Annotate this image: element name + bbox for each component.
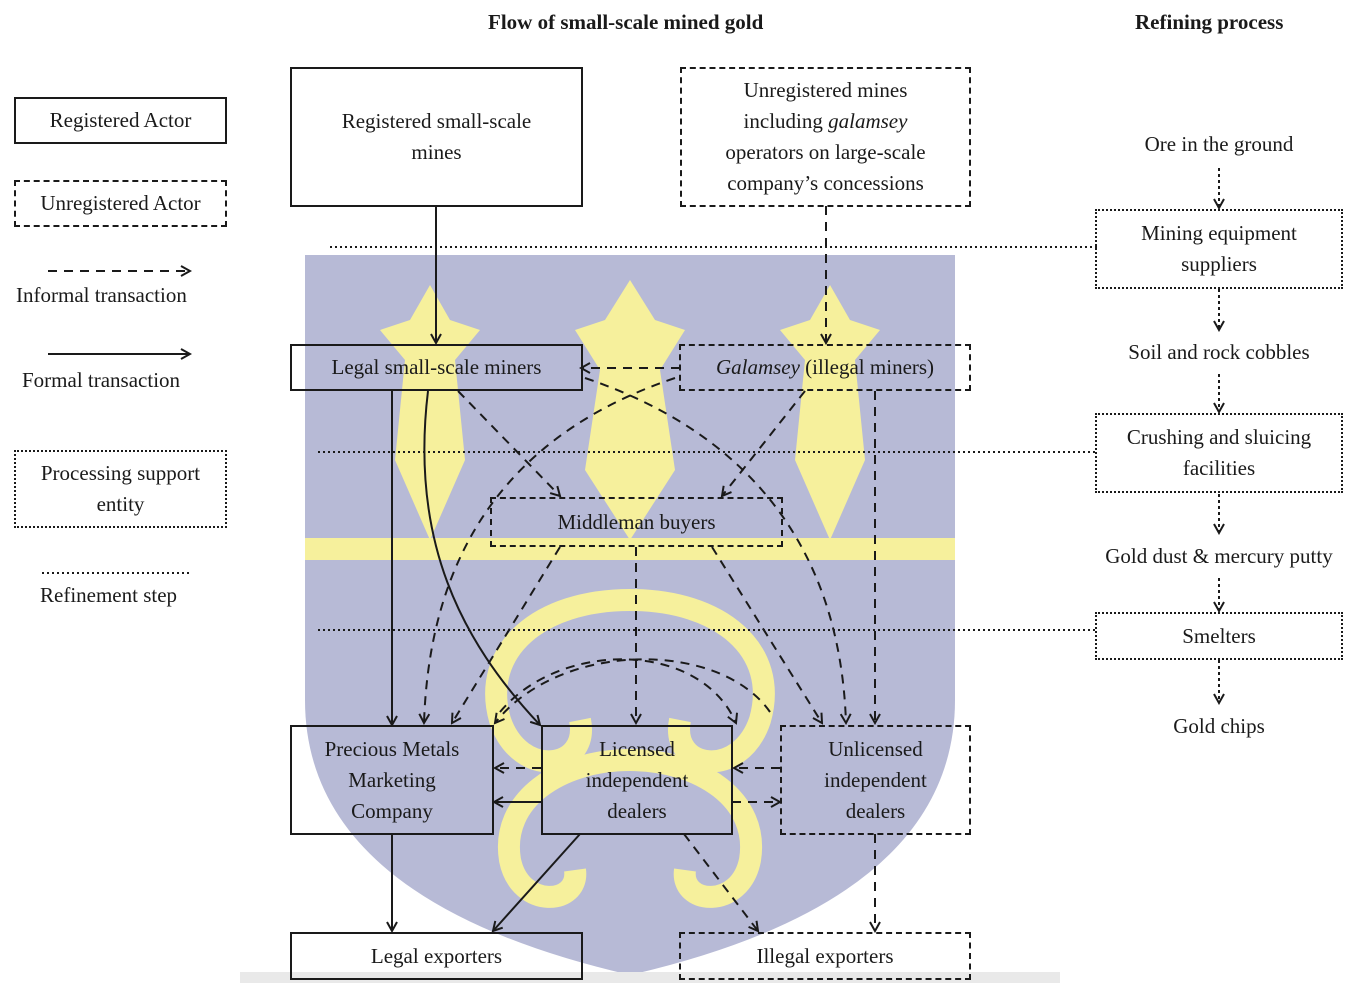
flow-header: Flow of small-scale mined gold [488, 10, 764, 34]
legend-formal-label: Formal transaction [22, 368, 181, 392]
unlicensed-line2: independent [824, 767, 927, 792]
illegal-exporters-box: Illegal exporters [679, 932, 971, 980]
refining-crushing-box: Crushing and sluicing facilities [1095, 413, 1343, 493]
refining-equipment-line1: Mining equipment [1141, 221, 1297, 245]
galamsey-box: Galamsey (illegal miners) [679, 344, 971, 391]
middleman-label: Middleman buyers [557, 509, 716, 534]
illegal-exporters-label: Illegal exporters [756, 943, 894, 968]
arrow-legal-to-licensed [423, 390, 540, 725]
arrow-legal-to-unlicensed [584, 377, 846, 723]
refining-crushing-line1: Crushing and sluicing [1126, 425, 1312, 449]
refining-equipment-box: Mining equipment suppliers [1095, 209, 1343, 289]
registered-mines-box: Registered small-scale mines [290, 67, 583, 207]
arrow-middleman-to-pmmc [452, 546, 561, 723]
legal-exporters-label: Legal exporters [370, 943, 503, 968]
arrow-middleman-to-unlicensed [711, 546, 822, 723]
pmmc-line3: Company [351, 798, 433, 823]
unregistered-line1: Unregistered mines [743, 78, 908, 102]
galamsey-label-rest: (illegal miners) [799, 355, 935, 379]
pmmc-line1: Precious Metals [324, 736, 460, 761]
unlicensed-line3: dealers [845, 798, 906, 823]
pmmc-box: Precious Metals Marketing Company [290, 725, 494, 835]
unregistered-line4: company’s concessions [727, 171, 924, 195]
licensed-line2: independent [585, 767, 689, 792]
legend-processing-support: Processing support entity [14, 450, 227, 528]
refining-soil: Soil and rock cobbles [1128, 340, 1310, 364]
legend-processing-line1: Processing support [40, 461, 201, 485]
refining-chips: Gold chips [1173, 714, 1265, 738]
arrow-galamsey-to-middleman [722, 390, 806, 496]
registered-mines-line1: Registered small-scale [341, 109, 532, 133]
legal-miners-label: Legal small-scale miners [331, 355, 542, 379]
arrow-licensed-to-illegal-exporters [683, 833, 758, 931]
arrow-galamsey-to-pmmc [424, 377, 676, 723]
unlicensed-dealers-box: Unlicensed independent dealers [780, 725, 971, 835]
arrow-licensed-to-legal-exporters [493, 833, 581, 931]
licensed-line1: Licensed [599, 736, 675, 761]
legal-exporters-box: Legal exporters [290, 932, 583, 980]
middleman-box: Middleman buyers [490, 497, 783, 547]
legend-unregistered-label: Unregistered Actor [40, 191, 201, 215]
licensed-line3: dealers [607, 798, 667, 823]
unregistered-mines-box: Unregistered mines including galamsey op… [680, 67, 971, 207]
arrow-legal-to-middleman [457, 390, 560, 496]
arrow-unlicensed-to-pmmc [495, 658, 771, 723]
legend-refinement-label: Refinement step [40, 583, 178, 607]
unregistered-line3: operators on large-scale [725, 140, 926, 164]
registered-mines-line2: mines [411, 140, 462, 164]
legal-miners-box: Legal small-scale miners [290, 344, 583, 391]
galamsey-label: Galamsey (illegal miners) [716, 352, 934, 383]
watermark-shield [305, 255, 955, 975]
legend-unregistered-actor: Unregistered Actor [14, 180, 227, 227]
unregistered-line2a: including [743, 109, 829, 133]
arrow-pmmc-to-licensed [499, 658, 736, 723]
legend-registered-actor: Registered Actor [14, 97, 227, 144]
licensed-dealers-box: Licensed independent dealers [541, 725, 733, 835]
legend-processing-line2: entity [96, 492, 145, 516]
refining-dust: Gold dust & mercury putty [1105, 544, 1333, 568]
galamsey-label-italic: Galamsey [715, 355, 800, 379]
unregistered-line2b: galamsey [828, 109, 908, 133]
refining-ore: Ore in the ground [1144, 132, 1294, 156]
legend-informal-label: Informal transaction [16, 283, 187, 307]
unregistered-line2: including galamsey [744, 106, 908, 137]
refining-header: Refining process [1135, 10, 1284, 34]
refining-smelters-label: Smelters [1182, 623, 1256, 648]
legend-registered-label: Registered Actor [49, 108, 192, 132]
refining-crushing-line2: facilities [1182, 456, 1256, 480]
pmmc-line2: Marketing [348, 767, 436, 792]
unlicensed-line1: Unlicensed [828, 736, 923, 761]
refining-smelters-box: Smelters [1095, 612, 1343, 660]
refining-equipment-line2: suppliers [1181, 252, 1257, 276]
watermark-crowns [380, 280, 880, 540]
